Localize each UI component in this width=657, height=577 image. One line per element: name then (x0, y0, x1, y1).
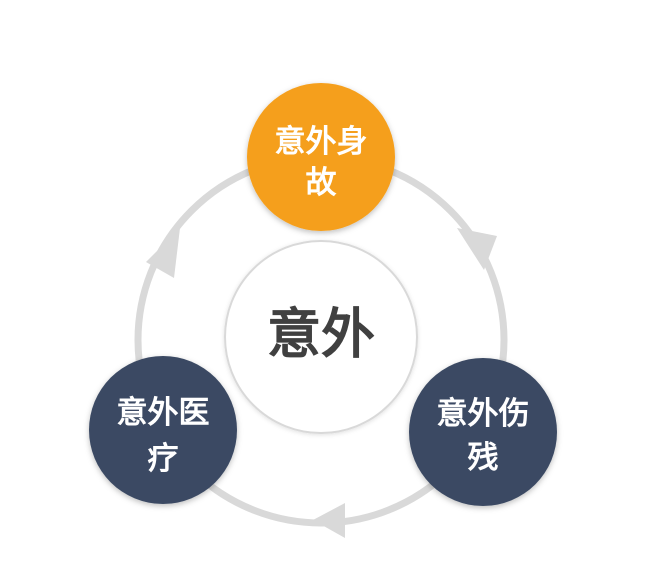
node-accidental-death: 意外身 故 (247, 83, 395, 231)
center-circle (224, 240, 418, 434)
center-label: 意外 (267, 303, 375, 366)
arrow-right-icon (457, 228, 497, 270)
node-circle-right (409, 358, 557, 506)
node-circle-top (247, 83, 395, 231)
arrow-bottom-icon (313, 503, 345, 538)
node-accidental-disability: 意外伤 残 (409, 358, 557, 506)
node-left-line2: 疗 (148, 441, 179, 477)
node-left-line1: 意外医 (117, 395, 210, 431)
node-top-line1: 意外身 (275, 124, 368, 160)
arrow-left-icon (146, 228, 180, 278)
node-accidental-medical: 意外医 疗 (89, 356, 237, 504)
node-circle-left (89, 356, 237, 504)
node-right-line2: 残 (468, 440, 499, 476)
node-top-line2: 故 (306, 165, 337, 201)
node-right-line1: 意外伤 (437, 396, 530, 432)
